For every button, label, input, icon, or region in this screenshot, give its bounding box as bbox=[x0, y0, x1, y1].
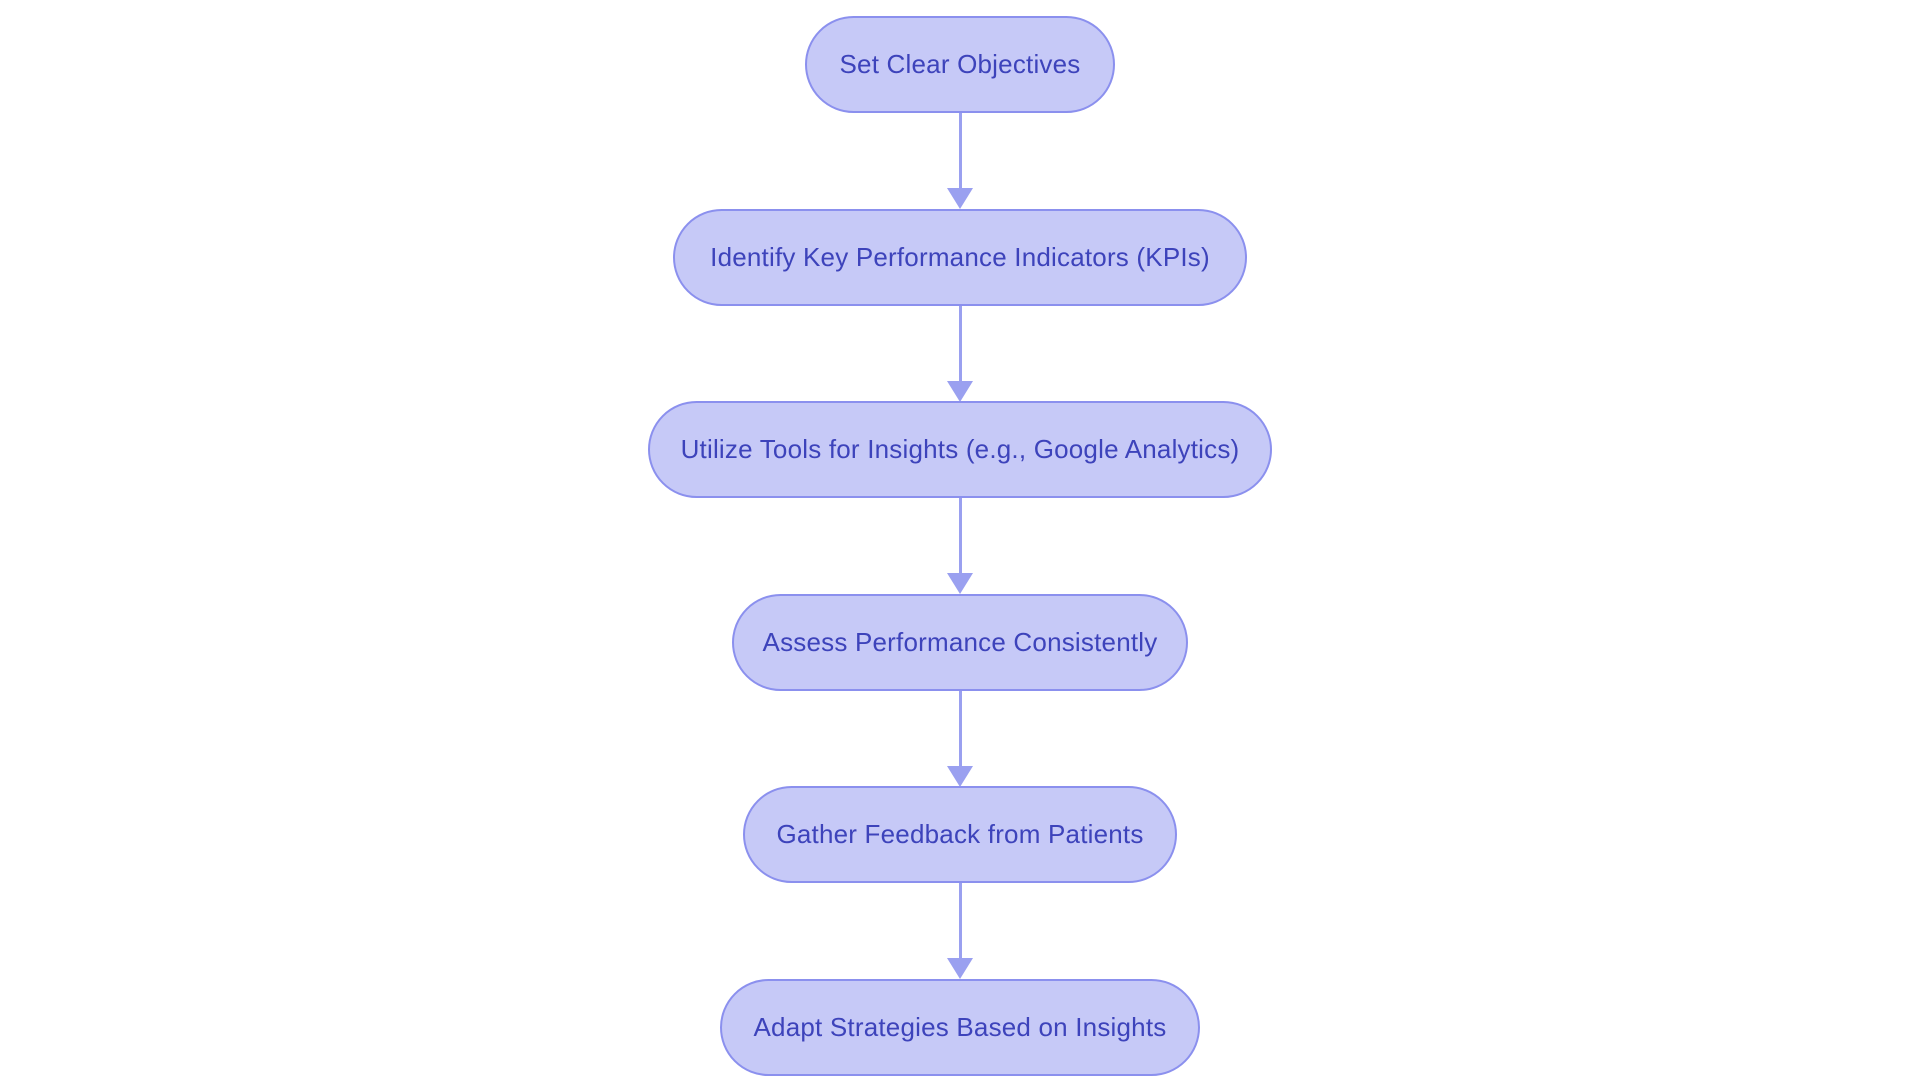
arrow-shaft bbox=[958, 691, 962, 766]
node-label: Utilize Tools for Insights (e.g., Google… bbox=[680, 434, 1240, 464]
arrow-down-icon bbox=[947, 381, 973, 402]
arrow-connector bbox=[947, 306, 973, 402]
arrow-connector bbox=[947, 498, 973, 594]
node-label: Adapt Strategies Based on Insights bbox=[753, 1012, 1167, 1042]
node-label: Assess Performance Consistently bbox=[762, 627, 1158, 657]
arrow-down-icon bbox=[947, 188, 973, 209]
node-label: Gather Feedback from Patients bbox=[776, 819, 1144, 849]
arrow-down-icon bbox=[947, 958, 973, 979]
arrow-down-icon bbox=[947, 573, 973, 594]
flow-node-assess-performance: Assess Performance Consistently bbox=[732, 594, 1188, 691]
flow-node-adapt-strategies: Adapt Strategies Based on Insights bbox=[720, 979, 1200, 1076]
arrow-down-icon bbox=[947, 766, 973, 787]
arrow-shaft bbox=[958, 113, 962, 188]
node-label: Identify Key Performance Indicators (KPI… bbox=[710, 242, 1210, 272]
node-label: Set Clear Objectives bbox=[839, 49, 1081, 79]
flow-node-set-clear-objectives: Set Clear Objectives bbox=[805, 16, 1115, 113]
arrow-connector bbox=[947, 883, 973, 979]
arrow-connector bbox=[947, 113, 973, 209]
arrow-shaft bbox=[958, 306, 962, 381]
flow-node-gather-feedback: Gather Feedback from Patients bbox=[743, 786, 1177, 883]
arrow-shaft bbox=[958, 498, 962, 573]
flow-node-identify-kpis: Identify Key Performance Indicators (KPI… bbox=[673, 209, 1247, 306]
arrow-connector bbox=[947, 691, 973, 787]
arrow-shaft bbox=[958, 883, 962, 958]
flow-node-utilize-tools: Utilize Tools for Insights (e.g., Google… bbox=[648, 401, 1272, 498]
